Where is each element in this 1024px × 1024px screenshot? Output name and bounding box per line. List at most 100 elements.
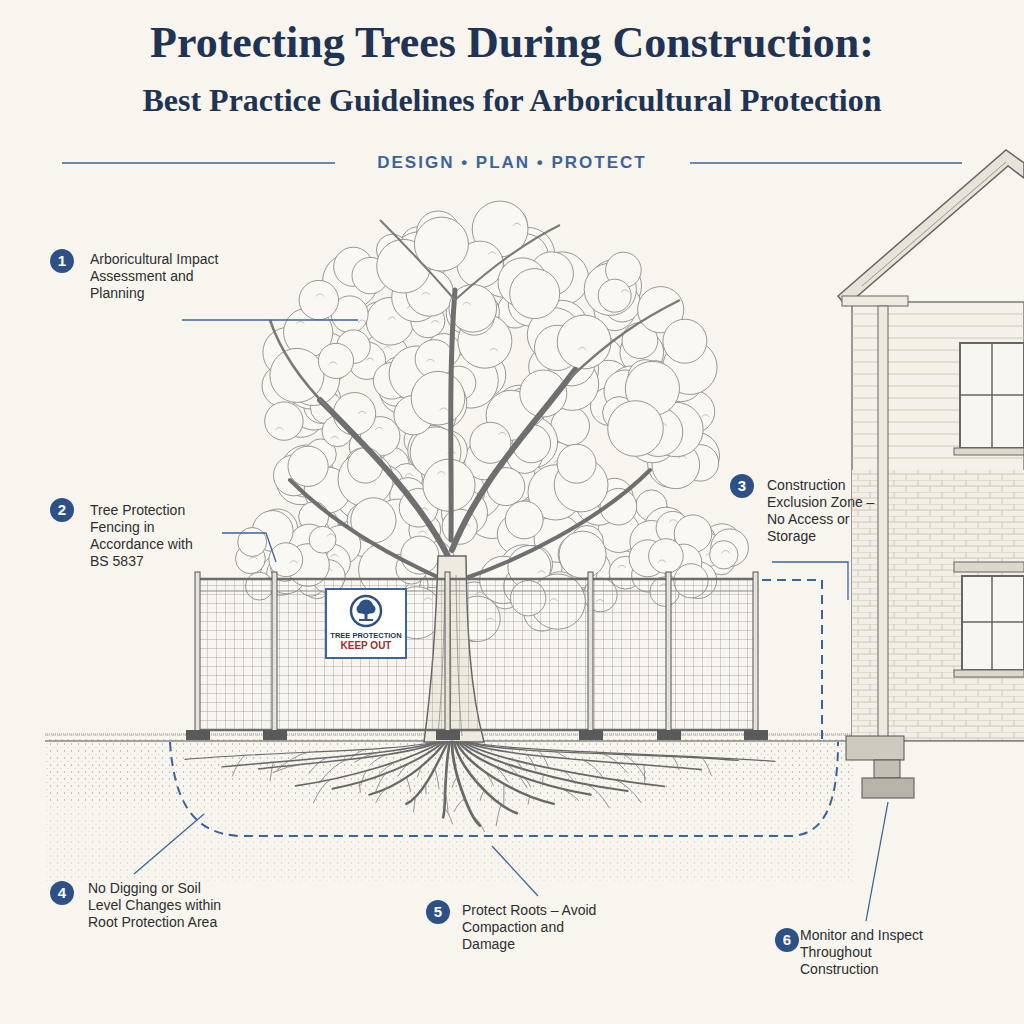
fine-root — [481, 769, 494, 786]
footing — [862, 778, 914, 798]
callout-text: Protect Roots – Avoid Compaction and Dam… — [462, 902, 597, 953]
branch — [290, 480, 444, 580]
fine-root — [587, 784, 610, 808]
leaf-mark — [275, 428, 283, 431]
leaf-cluster — [557, 315, 611, 369]
downpipe — [878, 306, 888, 758]
leaf-mark — [405, 474, 413, 477]
dashed-boundary — [170, 742, 838, 836]
fine-root — [538, 751, 549, 768]
fence-foot — [186, 730, 210, 740]
foundation-stem — [874, 760, 900, 778]
fine-root — [473, 816, 485, 832]
fence-rail — [197, 591, 757, 592]
icon-crown — [367, 605, 376, 614]
rule-line — [62, 162, 335, 164]
subtitle: Best Practice Guidelines for Arboricultu… — [142, 82, 881, 119]
fence-foot — [263, 730, 287, 740]
leaf-mark — [702, 415, 710, 418]
leaf-cluster — [318, 343, 353, 378]
title: Protecting Trees During Construction: — [150, 18, 874, 69]
fine-root — [361, 771, 367, 786]
callout-text: Tree Protection Fencing in Accordance wi… — [90, 502, 215, 570]
fence-post — [666, 572, 671, 732]
leaf-mark — [431, 321, 439, 324]
callout-number: 6 — [775, 928, 799, 952]
fine-root — [503, 784, 504, 807]
leaf-cluster — [238, 528, 267, 557]
leaf-mark — [513, 223, 521, 226]
leaf-mark — [437, 472, 445, 475]
fine-root — [452, 777, 457, 788]
leaf-mark — [490, 349, 498, 352]
leaf-mark — [331, 436, 339, 439]
fence-post — [753, 572, 758, 732]
fence-post — [195, 572, 200, 732]
icon-trunk — [365, 611, 368, 620]
leaf-mark — [330, 554, 338, 557]
leader-line — [492, 846, 538, 896]
leaf-mark — [329, 362, 337, 365]
icon-ring — [351, 596, 381, 626]
leaf-cluster — [505, 501, 543, 539]
fence-foot — [657, 730, 681, 740]
branch — [270, 320, 330, 410]
fine-root — [672, 757, 679, 771]
sign-text: TREE PROTECTION — [330, 631, 402, 640]
leaf-cluster — [265, 402, 303, 440]
leaf-cluster — [649, 539, 684, 574]
root — [443, 742, 450, 817]
window-sill — [954, 670, 1024, 677]
fence-post — [272, 572, 277, 732]
tagline: DESIGN • PLAN • PROTECT — [365, 153, 658, 173]
leaf-mark — [375, 427, 383, 430]
sign-text: KEEP OUT — [330, 640, 402, 652]
fence-post — [445, 572, 450, 732]
fence-rail — [197, 578, 757, 581]
root — [406, 742, 448, 804]
fine-root — [504, 763, 528, 789]
leader-line — [222, 533, 276, 562]
callout-text: Construction Exclusion Zone – No Access … — [767, 477, 892, 545]
callout-number: 5 — [426, 900, 450, 924]
fine-root — [615, 780, 641, 803]
leaf-mark — [419, 531, 427, 534]
callout-text: Monitor and Inspect Throughout Construct… — [800, 927, 940, 978]
fine-root — [480, 790, 484, 800]
fence-foot — [744, 730, 768, 740]
window-lintel — [954, 562, 1024, 572]
branch — [460, 470, 650, 580]
fine-root — [445, 809, 453, 825]
leaf-cluster — [348, 448, 383, 483]
leaf-mark — [426, 359, 434, 362]
leaf-mark — [669, 520, 677, 523]
roof-fascia — [838, 150, 1024, 306]
leader-lines — [134, 320, 888, 921]
callout-number: 2 — [50, 498, 74, 522]
fine-root — [492, 765, 508, 783]
branch — [570, 300, 680, 378]
leaf-cluster — [557, 444, 596, 483]
leaf-cluster — [299, 280, 338, 319]
fine-root — [496, 805, 501, 826]
leaf-cluster — [411, 371, 465, 425]
leaf-cluster — [510, 269, 560, 319]
leaf-cluster — [710, 541, 738, 569]
callout-number: 4 — [50, 881, 74, 905]
fine-root — [406, 778, 411, 793]
protection-fence — [186, 572, 768, 740]
leaf-cluster — [608, 401, 664, 457]
window — [962, 576, 1024, 670]
fine-root — [563, 771, 576, 784]
fine-root — [602, 754, 627, 773]
leaf-mark — [383, 347, 391, 350]
rule-line — [690, 162, 962, 164]
fine-root — [527, 755, 537, 771]
leaf-mark — [358, 320, 366, 323]
fence-mesh — [197, 579, 757, 731]
rpa-outline — [170, 580, 838, 836]
fine-root — [542, 775, 544, 786]
leaf-mark — [658, 560, 666, 563]
warning-sign: TREE PROTECTIONKEEP OUT — [325, 588, 407, 659]
